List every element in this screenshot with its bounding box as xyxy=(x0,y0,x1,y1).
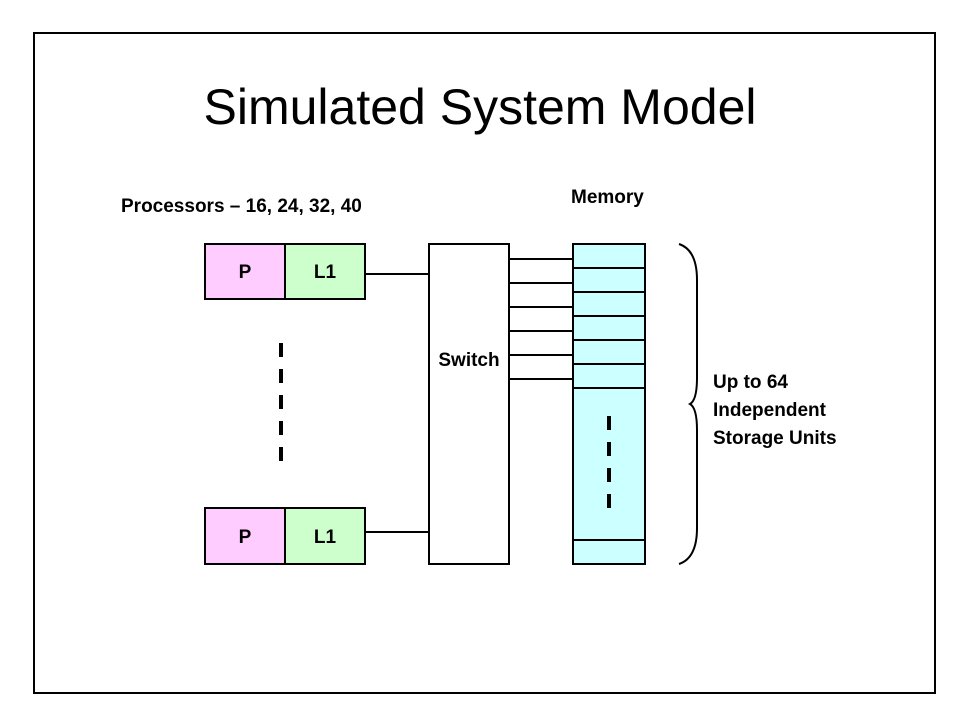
switch-label: Switch xyxy=(438,350,499,371)
storage-brace xyxy=(678,243,698,565)
processor-node-top: P L1 xyxy=(204,243,366,300)
storage-note: Up to 64 Independent Storage Units xyxy=(713,372,837,449)
cache-label: L1 xyxy=(314,262,337,283)
storage-note-line: Storage Units xyxy=(713,428,837,449)
l1-cache-cell xyxy=(284,507,366,565)
processor-cell xyxy=(204,243,286,300)
storage-note-line: Up to 64 xyxy=(713,372,788,393)
memory-unit-dividers xyxy=(573,267,645,541)
storage-note-line: Independent xyxy=(713,400,827,421)
processor-label: P xyxy=(239,527,252,548)
l1-cache-cell xyxy=(284,243,366,300)
memory-label: Memory xyxy=(571,187,644,208)
processor-node-bottom: P L1 xyxy=(204,507,366,565)
memory-column xyxy=(572,243,646,565)
slide-title: Simulated System Model xyxy=(203,79,757,135)
switch-box xyxy=(428,243,510,565)
cache-label: L1 xyxy=(314,527,337,548)
processor-label: P xyxy=(239,262,252,283)
processors-label: Processors – 16, 24, 32, 40 xyxy=(121,196,362,217)
switch-memory-links xyxy=(509,258,573,380)
